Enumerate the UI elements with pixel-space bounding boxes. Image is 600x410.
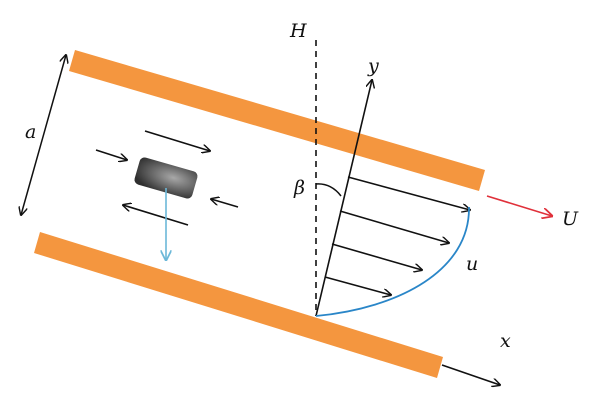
angle-arc bbox=[315, 183, 342, 197]
height-label: H bbox=[289, 20, 307, 42]
profile-arrow-4 bbox=[324, 276, 391, 295]
gap-width-arrow bbox=[21, 55, 66, 215]
velocity-profile-label: u bbox=[466, 253, 478, 275]
x-axis-label: x bbox=[500, 330, 511, 352]
profile-arrow-1 bbox=[347, 176, 470, 210]
profile-arrow-3 bbox=[331, 243, 422, 270]
profile-arrow-2 bbox=[339, 210, 449, 243]
plate-velocity-arrow bbox=[486, 195, 552, 216]
y-axis-arrow bbox=[315, 80, 372, 317]
velocity-profile-curve bbox=[315, 206, 470, 317]
bottom-plate bbox=[34, 232, 443, 378]
y-axis-label: y bbox=[367, 55, 379, 77]
gap-width-label: a bbox=[25, 121, 36, 143]
shear-arrow-right bbox=[211, 199, 239, 208]
top-plate bbox=[69, 50, 485, 191]
shear-arrow-bottom bbox=[123, 205, 189, 226]
particle bbox=[134, 157, 198, 199]
x-axis-arrow bbox=[441, 364, 500, 385]
plate-velocity-label: U bbox=[562, 208, 579, 230]
shear-arrow-left bbox=[95, 149, 127, 160]
angle-label: β bbox=[293, 177, 305, 199]
shear-arrow-top bbox=[144, 130, 210, 151]
